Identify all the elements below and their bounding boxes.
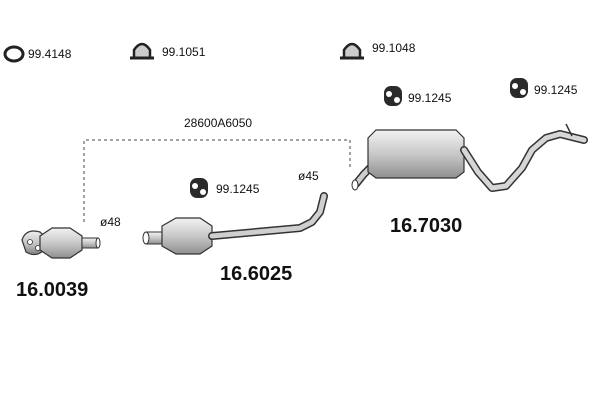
rear-silencer-part[interactable]: 16.7030 bbox=[351, 123, 588, 237]
clamp-b-part[interactable]: 99.1048 bbox=[340, 41, 416, 60]
u-clamp-icon bbox=[340, 42, 364, 60]
clamp-a-part[interactable]: 99.1051 bbox=[130, 42, 206, 60]
ring-gasket-part[interactable]: 99.4148 bbox=[3, 45, 72, 63]
middle-pipe-code: 16.6025 bbox=[220, 263, 292, 285]
hanger-right-upper-part[interactable]: 99.1245 bbox=[510, 78, 578, 98]
ring-gasket-icon bbox=[3, 45, 25, 63]
clamp-a-label: 99.1051 bbox=[162, 45, 206, 59]
catalytic-converter-part[interactable]: ø48 16.0039 bbox=[16, 215, 121, 301]
ring-gasket-label: 99.4148 bbox=[28, 47, 72, 61]
hanger-middle-label: 99.1245 bbox=[216, 182, 260, 196]
u-clamp-icon bbox=[130, 42, 154, 60]
hanger-center-label: 99.1245 bbox=[408, 91, 452, 105]
clamp-b-label: 99.1048 bbox=[372, 41, 416, 55]
kit-code-label: 28600A6050 bbox=[184, 116, 252, 130]
hanger-center-part[interactable]: 99.1245 bbox=[384, 86, 452, 106]
front-diameter-label: ø48 bbox=[100, 215, 121, 229]
middle-pipe-part[interactable]: ø45 16.6025 bbox=[142, 169, 328, 285]
rubber-hanger-icon bbox=[190, 178, 208, 198]
catalytic-converter-drawing bbox=[21, 227, 101, 259]
hanger-right-label: 99.1245 bbox=[534, 83, 578, 97]
rubber-hanger-icon bbox=[510, 78, 528, 98]
middle-pipe-drawing bbox=[142, 192, 328, 255]
rubber-hanger-icon bbox=[384, 86, 402, 106]
rear-silencer-drawing bbox=[351, 123, 588, 192]
catalytic-converter-code: 16.0039 bbox=[16, 279, 88, 301]
middle-diameter-label: ø45 bbox=[298, 169, 319, 183]
hanger-middle-part[interactable]: 99.1245 bbox=[190, 178, 260, 198]
kit-bracket: 28600A6050 bbox=[83, 116, 351, 222]
rear-silencer-code: 16.7030 bbox=[390, 215, 462, 237]
